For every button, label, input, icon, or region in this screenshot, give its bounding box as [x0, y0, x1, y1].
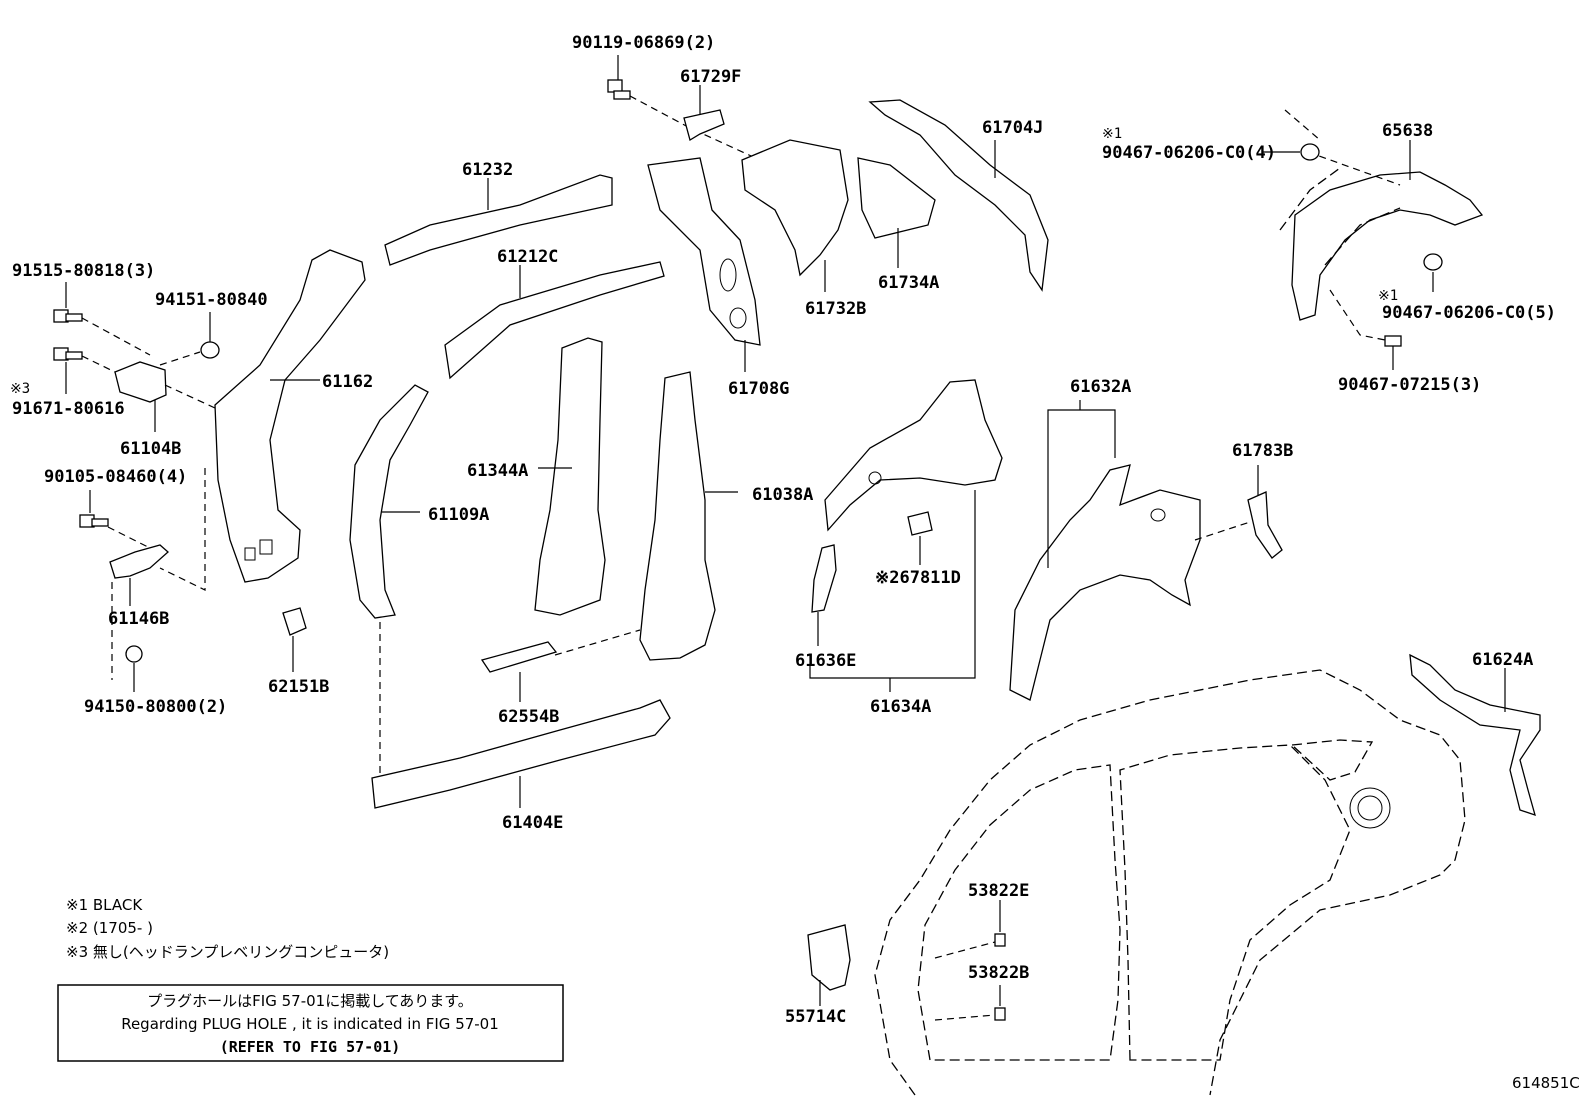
- part-61104B: [114, 361, 167, 403]
- label-61404E: 61404E: [502, 813, 563, 833]
- bolt-91671: [53, 347, 83, 361]
- label-90467-06206-c0-4: 90467-06206-C0(4): [1102, 143, 1276, 163]
- reference-line-en: Regarding PLUG HOLE , it is indicated in…: [121, 1015, 499, 1033]
- part-61038A: [639, 371, 716, 661]
- label-61146B: 61146B: [108, 609, 169, 629]
- label-65638: 65638: [1382, 121, 1433, 141]
- part-61729F: [683, 109, 725, 141]
- label-61109A: 61109A: [428, 505, 489, 525]
- note-2: ※2 (1705- ): [66, 919, 153, 937]
- body-side-outline: [874, 669, 1466, 1096]
- label-61783B: 61783B: [1232, 441, 1293, 461]
- part-61783B: [1247, 491, 1283, 559]
- label-61704J: 61704J: [982, 118, 1043, 138]
- label-note-1b: ※1: [1378, 288, 1398, 304]
- part-61704J: [868, 99, 1049, 292]
- reference-box: プラグホールはFIG 57-01に掲載してあります。 Regarding PLU…: [57, 984, 564, 1062]
- part-61636E: [811, 544, 837, 613]
- label-62151B: 62151B: [268, 677, 329, 697]
- label-61344A: 61344A: [467, 461, 528, 481]
- label-61104B: 61104B: [120, 439, 181, 459]
- clip-53822E: [994, 933, 1006, 947]
- part-61344A: [534, 337, 606, 616]
- label-94151-80840: 94151-80840: [155, 290, 268, 310]
- bolt-91515: [53, 309, 83, 323]
- label-55714C: 55714C: [785, 1007, 846, 1027]
- part-61708G: [647, 157, 761, 346]
- label-61232: 61232: [462, 160, 513, 180]
- note-1: ※1 BLACK: [66, 896, 143, 914]
- label-61162: 61162: [322, 372, 373, 392]
- label-61632A: 61632A: [1070, 377, 1131, 397]
- part-65638: [1279, 167, 1484, 321]
- label-61212C: 61212C: [497, 247, 558, 267]
- screw-90467c: [1384, 335, 1402, 347]
- part-67811D: [907, 511, 933, 536]
- part-61632A: [1009, 464, 1201, 701]
- part-61109A: [349, 384, 429, 619]
- label-90119-06869: 90119-06869(2): [572, 33, 715, 53]
- label-61634A: 61634A: [870, 697, 931, 717]
- clip-53822B: [994, 1007, 1006, 1021]
- label-94150-80800: 94150-80800(2): [84, 697, 227, 717]
- label-91671-80616: 91671-80616: [12, 399, 125, 419]
- reference-line-jp: プラグホールはFIG 57-01に掲載してあります。: [147, 992, 473, 1010]
- part-61162: [214, 249, 366, 583]
- clip-90467b: [1423, 253, 1443, 271]
- note-3: ※3 無し(ヘッドランプレベリングコンピュータ): [66, 943, 389, 961]
- part-61404E: [371, 699, 671, 809]
- part-61634A: [824, 379, 1003, 532]
- nut-94151: [200, 341, 220, 359]
- label-53822E: 53822E: [968, 881, 1029, 901]
- nut-94150: [125, 645, 143, 663]
- label-61038A: 61038A: [752, 485, 813, 505]
- part-55714C: [807, 924, 851, 991]
- label-61624A: 61624A: [1472, 650, 1533, 670]
- label-90467-07215: 90467-07215(3): [1338, 375, 1481, 395]
- part-62151B: [282, 607, 307, 636]
- part-62554B: [480, 641, 558, 673]
- clip-90467a: [1300, 143, 1320, 161]
- label-90105-08460: 90105-08460(4): [44, 467, 187, 487]
- part-61624A: [1409, 653, 1541, 817]
- label-67811D: ※267811D: [875, 568, 961, 588]
- label-53822B: 53822B: [968, 963, 1029, 983]
- reference-line-fig: (REFER TO FIG 57-01): [220, 1038, 401, 1056]
- label-61708G: 61708G: [728, 379, 789, 399]
- label-61732B: 61732B: [805, 299, 866, 319]
- bolt-90119: [607, 79, 631, 100]
- label-61636E: 61636E: [795, 651, 856, 671]
- label-note-3: ※3: [10, 381, 30, 397]
- part-61732B: [741, 139, 849, 277]
- part-61146B: [109, 544, 169, 579]
- label-note-1a: ※1: [1102, 126, 1122, 142]
- bolt-90105: [79, 514, 109, 528]
- label-91515-80818: 91515-80818(3): [12, 261, 155, 281]
- part-61734A: [857, 157, 936, 239]
- label-61729F: 61729F: [680, 67, 741, 87]
- label-61734A: 61734A: [878, 273, 939, 293]
- figure-code: 614851C: [1512, 1074, 1580, 1092]
- part-61232: [384, 174, 613, 266]
- part-61212C: [444, 261, 665, 380]
- label-62554B: 62554B: [498, 707, 559, 727]
- label-90467-06206-c0-5: 90467-06206-C0(5): [1382, 303, 1556, 323]
